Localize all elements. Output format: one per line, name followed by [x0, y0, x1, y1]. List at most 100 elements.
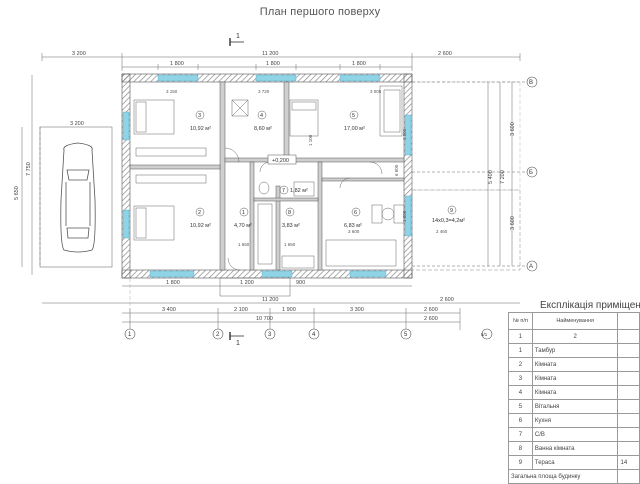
exterior-walls	[121, 73, 413, 279]
dim-bottom-right: 2 600	[440, 297, 454, 303]
dim-top-left: 3 200	[72, 51, 86, 57]
svg-text:2: 2	[198, 210, 201, 216]
legend-header-num: № п/п	[508, 312, 533, 330]
svg-text:3 150: 3 150	[166, 89, 178, 94]
right-dimensions	[412, 81, 526, 267]
carport: 5 650 3 200 7 750	[14, 75, 113, 275]
dim-bottom-small-3: 900	[296, 280, 305, 286]
interior-walls	[129, 81, 405, 271]
dim-left-wall: 7 750	[26, 162, 32, 176]
dim-top-right: 2 600	[438, 51, 452, 57]
svg-text:4: 4	[312, 332, 316, 338]
dim-bottom-small-1: 1 800	[166, 280, 180, 286]
dim-right-a: 5 400	[488, 170, 494, 184]
svg-text:3: 3	[198, 113, 201, 119]
room-labels: 3 10,92 м² 4 8,60 м² 5 17,00 м² 2 10,92 м² 1…	[190, 110, 465, 229]
room-3: 3 10,92 м²	[190, 110, 211, 132]
section-mark-bottom: 1	[229, 332, 244, 347]
legend-header-row: № п/п Найменування	[508, 312, 640, 330]
svg-text:В: В	[529, 80, 533, 86]
svg-text:Б: Б	[529, 170, 533, 176]
svg-text:7: 7	[282, 188, 285, 194]
terrace	[411, 81, 521, 271]
svg-text:8: 8	[288, 210, 291, 216]
svg-text:5: 5	[404, 332, 408, 338]
svg-text:10,92 м²: 10,92 м²	[190, 223, 211, 229]
svg-text:1 800: 1 800	[402, 128, 407, 140]
top-dimensions	[41, 53, 521, 71]
doors	[224, 147, 383, 271]
column-axes: 1 2 3 4 5 5/1	[124, 278, 493, 340]
svg-text:10,92 м²: 10,92 м²	[190, 126, 211, 132]
svg-text:1 100: 1 100	[308, 134, 313, 146]
room-4: 4 8,60 м²	[254, 110, 272, 132]
svg-text:А: А	[529, 264, 533, 270]
windows	[122, 74, 412, 278]
svg-text:2: 2	[216, 332, 220, 338]
legend-header-area	[617, 312, 640, 330]
room-8: 8 3,83 м²	[282, 207, 300, 229]
svg-text:17,00 м²: 17,00 м²	[344, 126, 365, 132]
room-5: 5 17,00 м²	[344, 110, 365, 132]
svg-text:6,83 м²: 6,83 м²	[344, 223, 362, 229]
dim-top-overall: 11 200	[262, 51, 278, 57]
svg-text:1: 1	[128, 332, 132, 338]
svg-text:1 650: 1 650	[238, 242, 250, 247]
legend-header-name: Найменування	[531, 312, 619, 330]
car-icon	[60, 142, 96, 253]
dim-top-seg-2: 1 800	[266, 61, 280, 67]
entrance-step	[219, 277, 291, 297]
svg-text:1 650: 1 650	[284, 242, 296, 247]
svg-text:5/1: 5/1	[481, 332, 488, 337]
svg-text:2 460: 2 460	[436, 229, 448, 234]
svg-text:3 600: 3 600	[348, 229, 360, 234]
svg-text:1,82 м²: 1,82 м²	[290, 188, 308, 194]
section-mark-top: 1	[229, 33, 244, 46]
legend-total-row: Загальна площа будинку	[507, 469, 640, 484]
svg-text:1 800: 1 800	[402, 210, 407, 222]
svg-text:+0,200: +0,200	[272, 158, 289, 164]
dim-top-seg-1: 1 800	[170, 61, 184, 67]
svg-text:9: 9	[450, 208, 453, 214]
row-axes: В Б А	[526, 76, 538, 272]
room-2: 2 10,92 м²	[190, 207, 211, 229]
svg-text:3,83 м²: 3,83 м²	[282, 223, 300, 229]
dim-car-height: 5 650	[14, 186, 20, 200]
svg-text:5: 5	[352, 113, 355, 119]
dim-right-total: 7 200	[500, 170, 506, 184]
svg-text:3: 3	[268, 332, 272, 338]
dim-bottom-seg-1: 3 400	[162, 307, 176, 313]
dim-right-upper: 3 600	[510, 122, 516, 136]
svg-text:1: 1	[242, 210, 245, 216]
room-1: 1 4,70 м²	[234, 207, 252, 229]
svg-text:4,70 м²: 4,70 м²	[234, 223, 252, 229]
inner-dimensions: 3 150 3 720 3 005 1 800 1 800 1 100 1 65…	[166, 89, 448, 247]
svg-text:8,60 м²: 8,60 м²	[254, 126, 272, 132]
plan-title: План першого поверху	[259, 6, 381, 18]
bottom-dimensions	[42, 285, 520, 330]
furniture	[133, 85, 405, 269]
legend-title: Експлікація приміщень	[540, 300, 640, 311]
svg-text:1: 1	[236, 340, 240, 347]
dim-bottom-seg-3: 1 900	[282, 307, 296, 313]
svg-text:4: 4	[260, 113, 263, 119]
dim-bottom-overall: 10 700	[256, 316, 273, 322]
dim-bottom-small-2: 1 200	[240, 280, 254, 286]
room-6: 66,83 м²	[344, 207, 362, 229]
svg-text:1: 1	[236, 33, 240, 40]
dim-bottom-overall2: 11 200	[262, 297, 278, 303]
svg-text:6 600: 6 600	[394, 164, 399, 176]
dim-bottom-seg-5: 2 600	[424, 307, 438, 313]
